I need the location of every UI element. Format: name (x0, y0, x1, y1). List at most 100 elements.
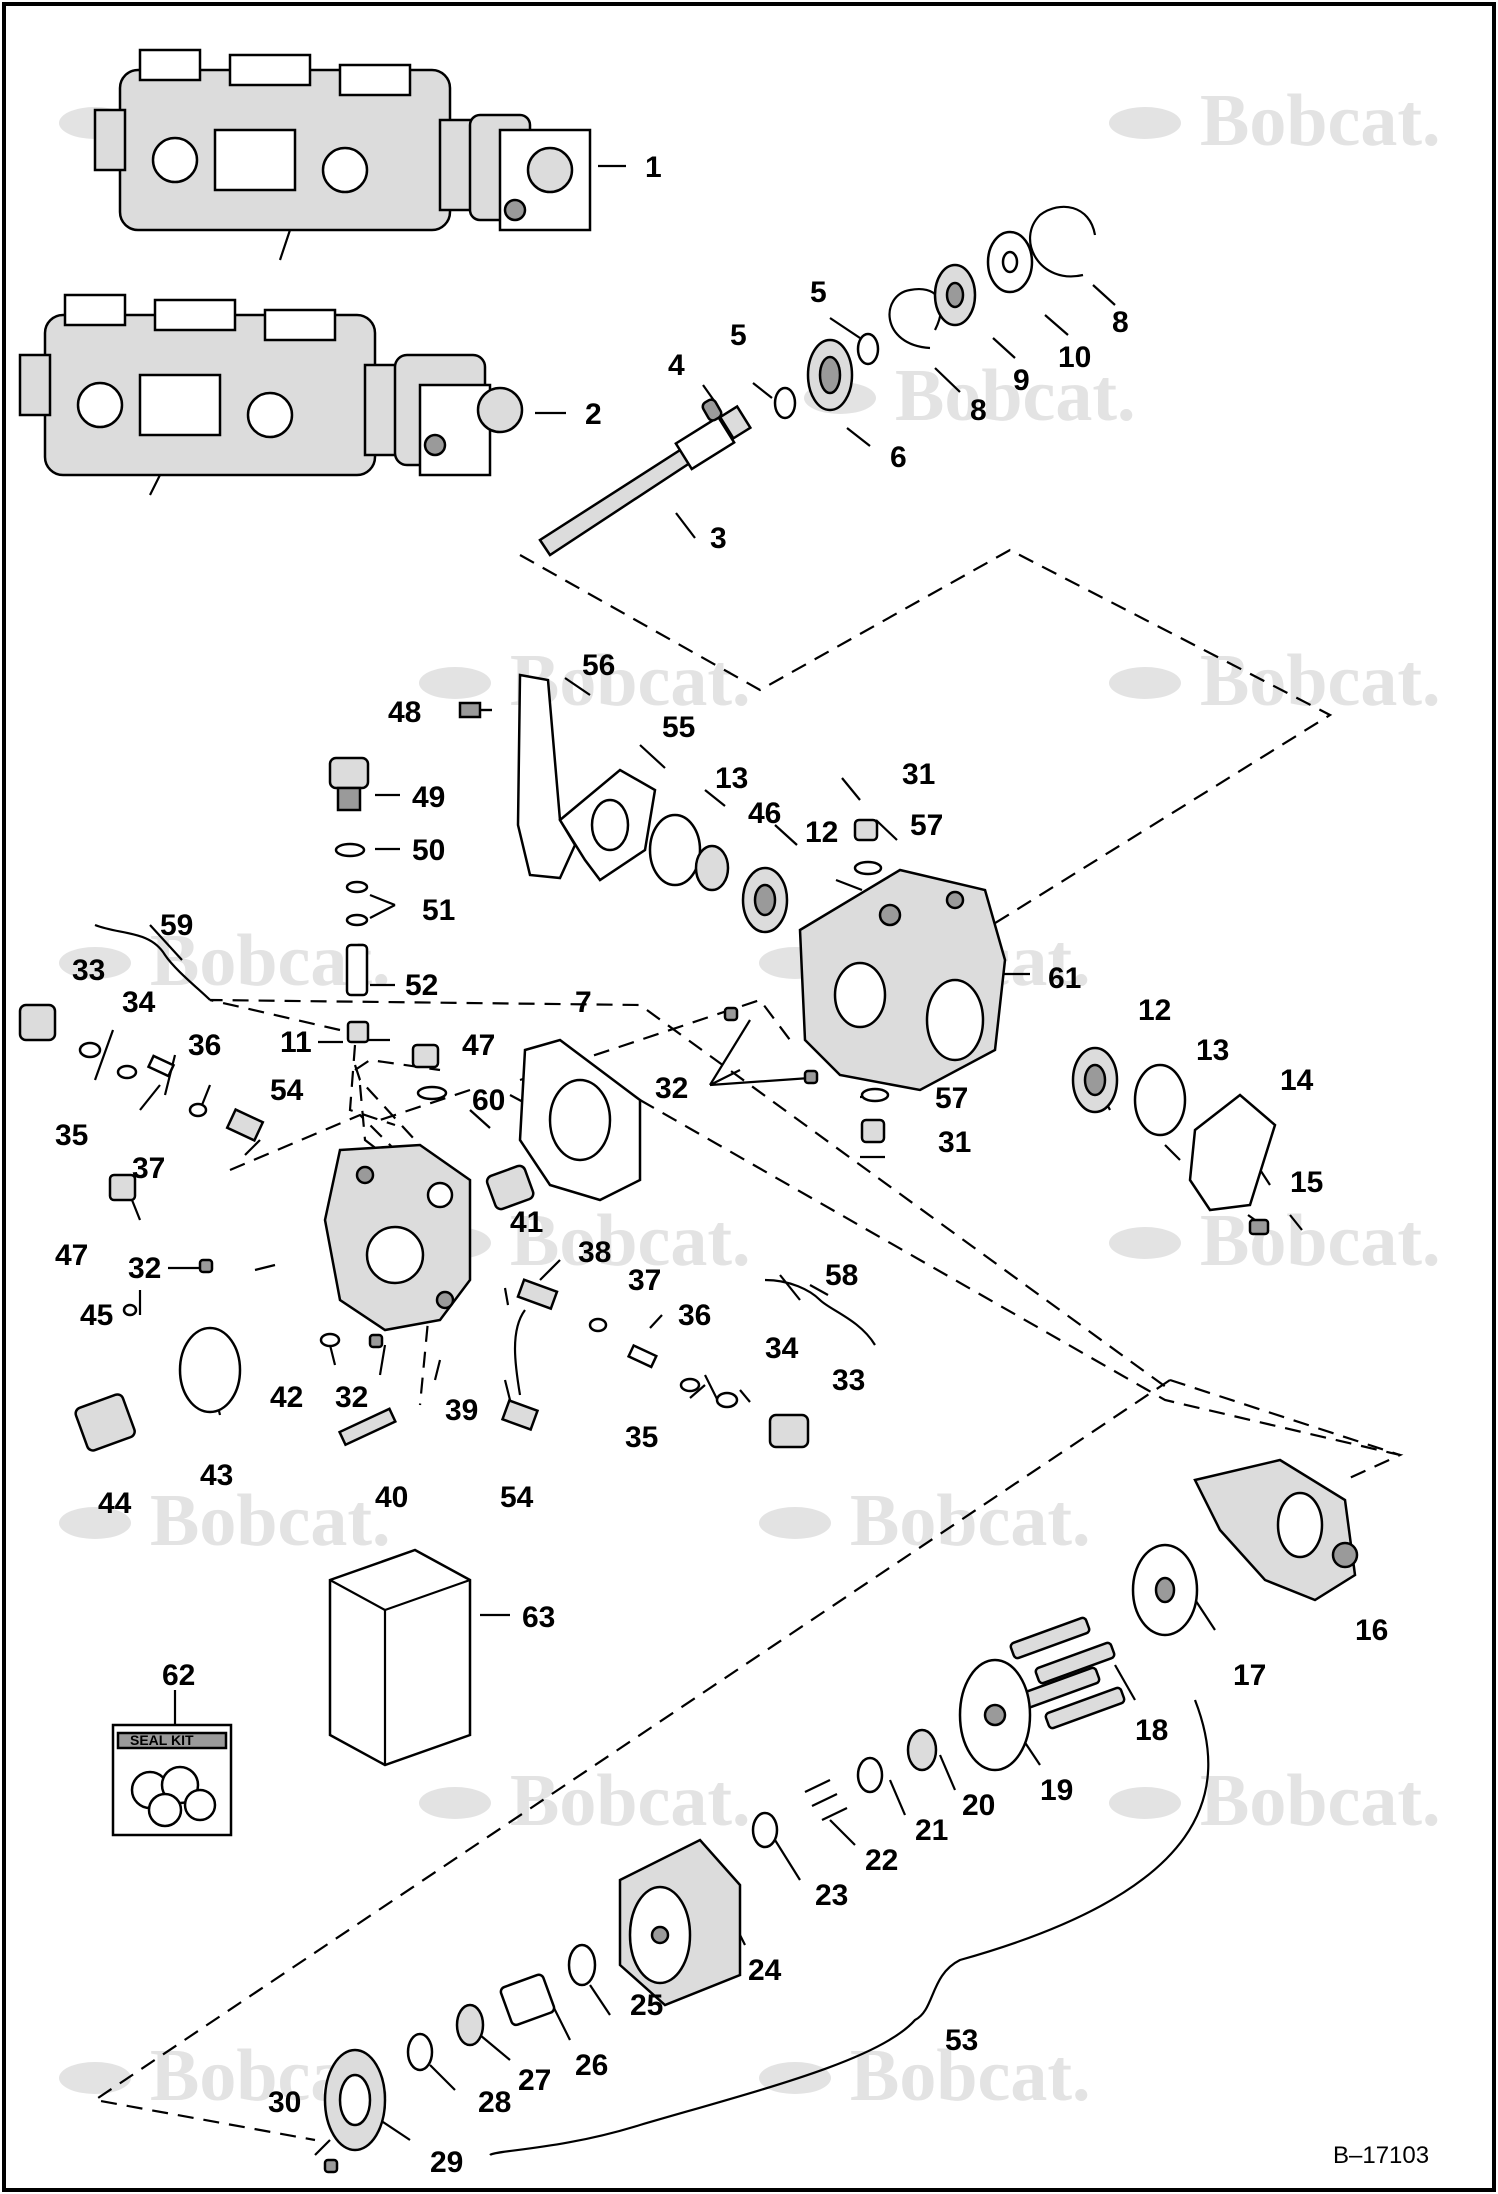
callout-51: 51 (422, 894, 455, 927)
callout-40: 40 (375, 1481, 408, 1514)
callout-61: 61 (1048, 962, 1081, 995)
callout-47b: 47 (55, 1239, 88, 1272)
ring (406, 2032, 434, 2072)
callout-37b: 37 (628, 1264, 661, 1297)
watermark-logo: Bobcat. (759, 1480, 1091, 1562)
o-ring (1133, 1063, 1187, 1137)
callout-28: 28 (478, 2086, 511, 2119)
callout-57a: 57 (910, 809, 943, 842)
dowel-pin (803, 1069, 819, 1085)
callout-3: 3 (710, 522, 727, 555)
callout-42: 42 (270, 1381, 303, 1414)
relief-valve (225, 1107, 265, 1143)
o-ring (116, 1064, 138, 1080)
plug (853, 818, 879, 842)
pins (804, 1779, 848, 1821)
callout-14: 14 (1280, 1064, 1314, 1097)
valve-spool (626, 1343, 658, 1369)
callout-18: 18 (1135, 1714, 1168, 1747)
washer (567, 1943, 597, 1987)
watermark-logo: Bobcat. (1109, 1200, 1441, 1282)
callout-54b: 54 (500, 1481, 534, 1514)
callout-45: 45 (80, 1299, 113, 1332)
callouts: 1 2 3 4 5 5 6 7 8 8 9 10 11 12 12 13 13 … (55, 151, 1388, 2179)
manifold-block (323, 1143, 472, 1332)
watermark-text: Bobcat. (1200, 1200, 1441, 1282)
seal-kit: SEAL KIT (111, 1723, 233, 1837)
callout-31b: 31 (938, 1126, 971, 1159)
callout-31a: 31 (902, 758, 935, 791)
watermark-text: Bobcat. (150, 1480, 391, 1562)
watermark-logo: Bobcat. (759, 2035, 1091, 2117)
valve-cap (768, 1413, 810, 1449)
watermark-logo: Bobcat. (1109, 1760, 1441, 1842)
ring (856, 1756, 884, 1794)
pump-housing (798, 868, 1007, 1092)
callout-22: 22 (865, 1844, 898, 1877)
callout-34b: 34 (765, 1332, 799, 1365)
callout-17: 17 (1233, 1659, 1266, 1692)
callout-60: 60 (472, 1084, 505, 1117)
shim (345, 913, 369, 927)
bushing (74, 1393, 136, 1452)
callout-41: 41 (510, 1206, 543, 1239)
end-cover (1188, 1093, 1277, 1212)
callout-5b: 5 (810, 276, 827, 309)
o-ring (648, 813, 702, 887)
parts-box (328, 1548, 472, 1767)
callout-30: 30 (268, 2086, 301, 2119)
callout-6: 6 (890, 441, 907, 474)
callout-44: 44 (98, 1487, 132, 1520)
cover-screw (1248, 1218, 1270, 1236)
bolt (337, 1407, 397, 1447)
callout-54a: 54 (270, 1074, 304, 1107)
dowel-pin (368, 1333, 384, 1349)
spring-cap (346, 1020, 370, 1044)
mounting-plate (516, 673, 577, 880)
cylinder-block (618, 1838, 742, 2007)
o-ring (416, 1085, 448, 1101)
callout-35a: 35 (55, 1119, 88, 1152)
o-ring (679, 1377, 701, 1393)
callout-52: 52 (405, 969, 438, 1002)
shaft-key (701, 398, 723, 422)
pivot (906, 1728, 938, 1772)
bushing (485, 1164, 535, 1211)
watermark-text: Bobcat. (1200, 640, 1441, 722)
washer (334, 842, 366, 858)
seal (694, 844, 730, 892)
callout-50: 50 (412, 834, 445, 867)
o-ring (188, 1102, 208, 1118)
callout-27: 27 (518, 2064, 551, 2097)
callout-1: 1 (645, 151, 662, 184)
callout-57b: 57 (935, 1082, 968, 1115)
callout-12b: 12 (1138, 994, 1171, 1027)
valve-plate (323, 2048, 387, 2152)
o-ring (78, 1041, 102, 1059)
ring (751, 1811, 779, 1849)
callout-26: 26 (575, 2049, 608, 2082)
watermark-text: Bobcat. (510, 1200, 751, 1282)
callout-56: 56 (582, 649, 615, 682)
callout-55: 55 (662, 711, 695, 744)
callout-32c: 32 (335, 1381, 368, 1414)
callout-7: 7 (575, 986, 592, 1019)
callout-24: 24 (748, 1954, 782, 1987)
callout-5a: 5 (730, 319, 747, 352)
retaining-ring (773, 386, 797, 420)
o-ring (715, 1391, 739, 1409)
relief-plug (328, 756, 370, 790)
watermark-logo: Bobcat. (419, 1760, 751, 1842)
callout-34a: 34 (122, 986, 156, 1019)
callout-10: 10 (1058, 341, 1091, 374)
retaining-ring (856, 332, 880, 366)
callout-4: 4 (668, 349, 685, 382)
dowel-pin (723, 1006, 739, 1022)
callout-37a: 37 (132, 1152, 165, 1185)
seal-kit-label: SEAL KIT (130, 1732, 194, 1748)
callout-48: 48 (388, 696, 421, 729)
figure-reference: B–17103 (1333, 2142, 1429, 2169)
callout-33b: 33 (832, 1364, 865, 1397)
callout-32b: 32 (128, 1252, 161, 1285)
